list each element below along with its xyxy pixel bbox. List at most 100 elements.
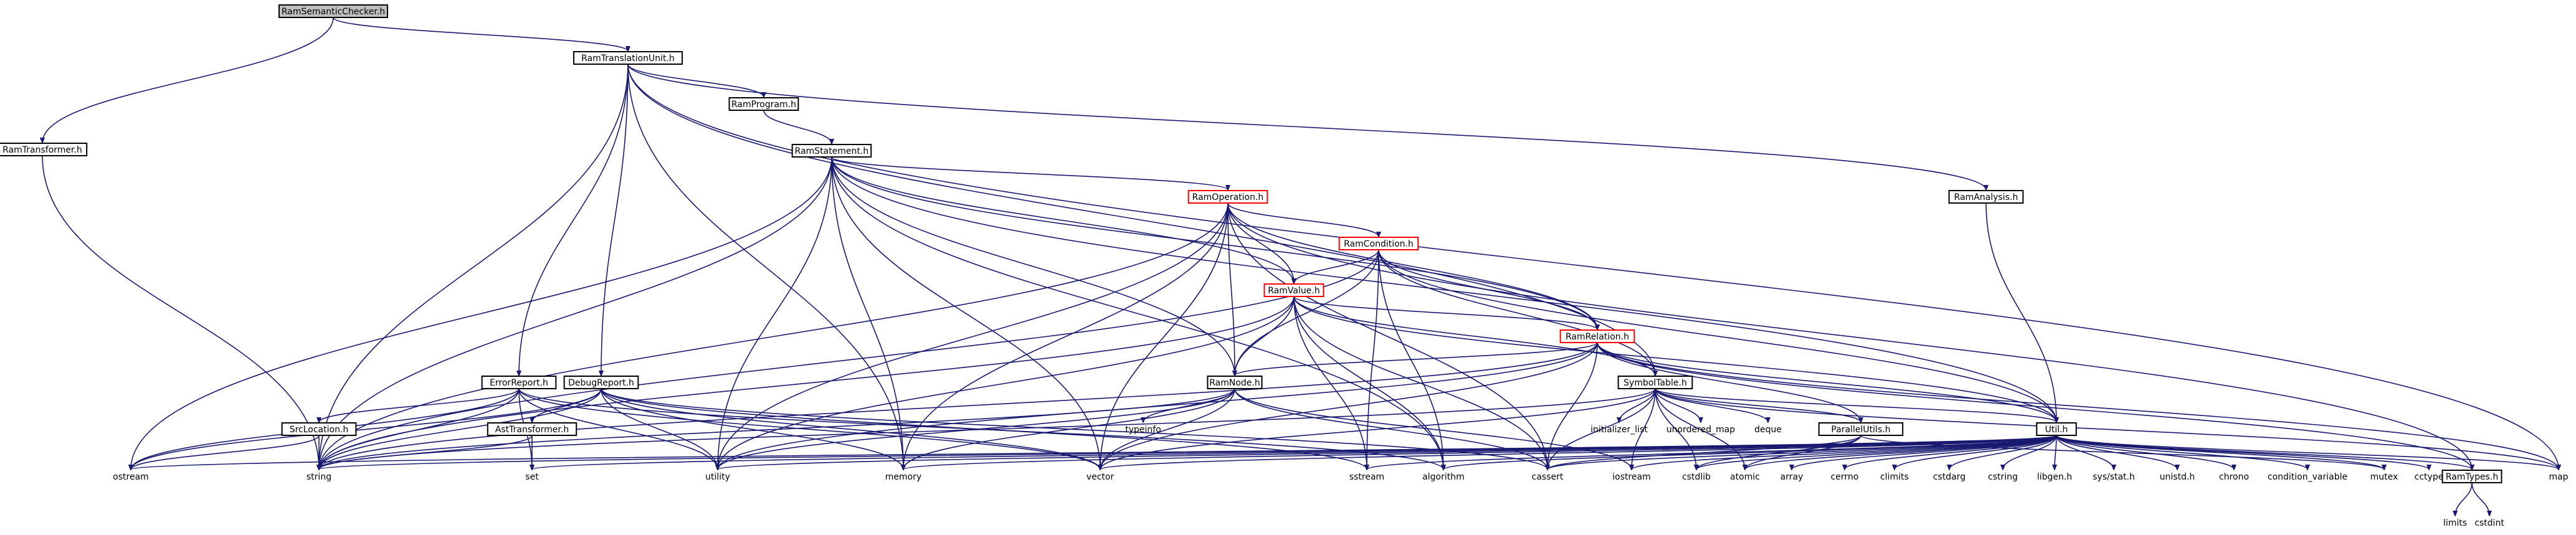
node-cassert: cassert (1532, 472, 1564, 482)
node-op[interactable]: RamOperation.h (1187, 190, 1268, 204)
node-box-tr (0, 143, 88, 156)
node-atomic: atomic (1730, 472, 1760, 482)
node-cond[interactable]: RamCondition.h (1338, 237, 1419, 250)
node-label-ana: RamAnalysis.h (1954, 192, 2018, 202)
node-string: string (307, 472, 331, 482)
node-label-par: ParallelUtils.h (1831, 425, 1890, 435)
node-label-dbg: DebugReport.h (568, 378, 634, 388)
node-unistd: unistd.h (2160, 472, 2195, 482)
node-label-limits: limits (2443, 518, 2467, 528)
edge-util-to-cstdarg (1949, 435, 2057, 470)
edge-sym-to-deque (1655, 388, 1768, 422)
edge-util-to-memory (903, 435, 2057, 470)
edge-stmt-to-util (831, 156, 2056, 422)
node-label-util: Util.h (2045, 425, 2068, 435)
node-prog[interactable]: RamProgram.h (728, 97, 799, 111)
node-label-ostream: ostream (113, 472, 149, 482)
node-condvar: condition_variable (2268, 472, 2347, 482)
edge-stmt-to-algorithm (831, 156, 1443, 470)
node-label-initlist: initializer_list (1590, 425, 1648, 435)
node-types[interactable]: RamTypes.h (2441, 470, 2502, 483)
node-label-umap: unordered_map (1666, 425, 1735, 435)
node-layer: RamSemanticChecker.hRamTranslationUnit.h… (0, 4, 2569, 528)
node-src[interactable]: SrcLocation.h (281, 422, 357, 436)
node-label-cstring: cstring (1988, 472, 2018, 482)
node-rel[interactable]: RamRelation.h (1559, 329, 1635, 343)
node-deque: deque (1754, 425, 1782, 435)
node-box-src (281, 422, 357, 436)
node-label-src: SrcLocation.h (290, 425, 349, 435)
edge-rel-to-par (1597, 342, 1861, 422)
node-label-cerrno: cerrno (1831, 472, 1859, 482)
node-label-condvar: condition_variable (2268, 472, 2347, 482)
edge-sym-to-map (1655, 388, 2559, 470)
node-ana[interactable]: RamAnalysis.h (1948, 190, 2024, 204)
node-dbg[interactable]: DebugReport.h (563, 376, 639, 389)
node-label-tr: RamTransformer.h (2, 145, 82, 155)
node-tu[interactable]: RamTranslationUnit.h (573, 51, 683, 65)
node-cstdarg: cstdarg (1933, 472, 1965, 482)
node-label-sysstat: sys/stat.h (2093, 472, 2135, 482)
edge-rel-to-string (319, 342, 1598, 470)
node-iostream: iostream (1612, 472, 1651, 482)
edge-sym-to-par (1655, 388, 1861, 422)
edge-tu-to-err (519, 64, 629, 376)
edge-tu-to-string (319, 64, 629, 470)
edge-sym-to-umap (1655, 388, 1701, 422)
node-box-sem (278, 4, 388, 18)
edge-err-to-string (319, 388, 520, 470)
edge-op-to-cond (1227, 202, 1379, 237)
edge-util-to-utility (718, 435, 2057, 470)
edge-sym-to-util (1655, 388, 2056, 422)
edge-util-to-algorithm (1443, 435, 2057, 470)
edge-cond-to-node (1235, 249, 1379, 376)
node-tr[interactable]: RamTransformer.h (0, 143, 88, 156)
node-val[interactable]: RamValue.h (1263, 283, 1324, 297)
node-sym[interactable]: SymbolTable.h (1617, 376, 1693, 389)
node-label-vector: vector (1086, 472, 1115, 482)
edge-val-to-algorithm (1293, 296, 1443, 470)
node-label-node: RamNode.h (1209, 378, 1260, 388)
node-box-val (1263, 283, 1324, 297)
node-label-algorithm: algorithm (1422, 472, 1465, 482)
edge-util-to-cerrno (1845, 435, 2057, 470)
node-sem[interactable]: RamSemanticChecker.h (278, 4, 388, 18)
node-label-cstdlib: cstdlib (1682, 472, 1711, 482)
edge-tu-to-memory (627, 64, 903, 470)
node-stmt[interactable]: RamStatement.h (791, 144, 872, 158)
node-err[interactable]: ErrorReport.h (481, 376, 557, 389)
edge-util-to-climits (1894, 435, 2057, 470)
edge-stmt-to-val (831, 156, 1294, 283)
edge-sym-to-initlist (1619, 388, 1656, 422)
node-label-utility: utility (705, 472, 730, 482)
node-cstdint: cstdint (2474, 518, 2504, 528)
node-label-prog: RamProgram.h (731, 100, 796, 110)
edge-dbg-to-ostream (131, 388, 602, 470)
edge-sym-to-vector (1100, 388, 1656, 470)
edge-err-to-src (319, 388, 520, 422)
edge-op-to-cassert (1227, 202, 1547, 470)
edge-rel-to-map (1597, 342, 2559, 470)
node-par[interactable]: ParallelUtils.h (1818, 422, 1904, 436)
node-label-tu: RamTranslationUnit.h (581, 54, 675, 64)
node-sstream: sstream (1349, 472, 1384, 482)
edge-cond-to-sym (1378, 249, 1655, 376)
node-label-unistd: unistd.h (2160, 472, 2195, 482)
node-box-node (1207, 376, 1263, 389)
edge-util-to-chrono (2056, 435, 2234, 470)
edge-op-to-utility (718, 202, 1229, 470)
node-label-rel: RamRelation.h (1566, 332, 1629, 342)
edge-util-to-libgen (2055, 435, 2056, 470)
node-libgen: libgen.h (2037, 472, 2072, 482)
node-box-dbg (563, 376, 639, 389)
node-util[interactable]: Util.h (2036, 422, 2077, 436)
node-label-string: string (307, 472, 331, 482)
edge-src-to-ostream (131, 435, 320, 470)
edge-stmt-to-ostream (131, 156, 832, 470)
node-node[interactable]: RamNode.h (1207, 376, 1263, 389)
edge-stmt-to-node (831, 156, 1235, 376)
node-ast[interactable]: AstTransformer.h (487, 422, 577, 436)
edge-util-to-cstring (2003, 435, 2057, 470)
edge-dbg-to-cassert (601, 388, 1547, 470)
node-limits: limits (2443, 518, 2467, 528)
